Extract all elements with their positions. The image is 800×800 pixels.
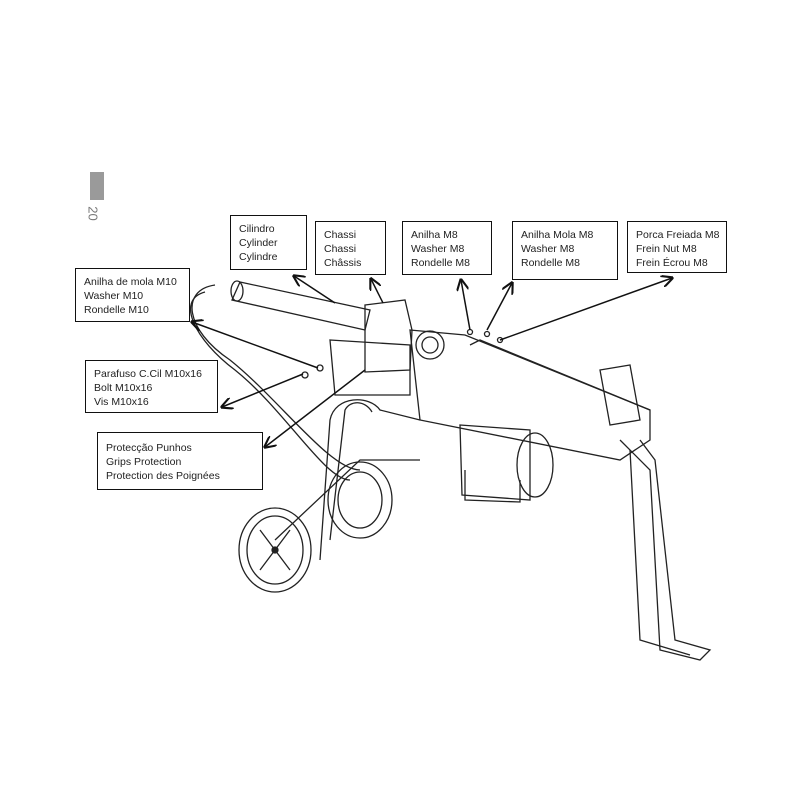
label-line: Anilha M8 (411, 229, 458, 241)
label-line: Chassi (324, 229, 357, 241)
label-line: Frein Écrou M8 (636, 257, 708, 269)
label-line: Chassi (324, 243, 357, 255)
page-marker (90, 172, 104, 200)
label-line: Washer M8 (521, 243, 575, 255)
label-line: Grips Protection (106, 456, 182, 468)
cylinder (230, 280, 371, 331)
label-line: Rondelle M8 (521, 257, 580, 269)
label-line: Washer M10 (84, 290, 144, 302)
wedge (599, 364, 641, 426)
label-washer-m8: Anilha M8 Washer M8 Rondelle M8 (402, 221, 492, 275)
label-line: Cilindro (239, 223, 275, 235)
wheel-rear (327, 461, 393, 539)
label-line: Anilha Mola M8 (521, 229, 594, 241)
callout-arrows (192, 276, 672, 447)
chassis-block (364, 299, 413, 373)
label-line: Anilha de mola M10 (84, 276, 177, 288)
wheel-front (238, 507, 312, 593)
rear-leg (619, 439, 712, 661)
label-line: Rondelle M10 (84, 304, 149, 316)
electric-motor (459, 424, 554, 503)
label-lock-nut-m8: Porca Freiada M8 Frein Nut M8 Frein Écrou … (627, 221, 727, 273)
label-line: Porca Freiada M8 (636, 229, 720, 241)
label-line: Cylindre (239, 251, 278, 263)
label-line: Protection des Poignées (106, 470, 220, 482)
label-line: Rondelle M8 (411, 257, 470, 269)
label-spring-washer-m8: Anilha Mola M8 Washer M8 Rondelle M8 (512, 221, 618, 280)
label-line: Parafuso C.Cil M10x16 (94, 368, 202, 380)
label-line: Washer M8 (411, 243, 465, 255)
handle-frame (319, 399, 421, 561)
label-line: Bolt M10x16 (94, 382, 153, 394)
label-line: Frein Nut M8 (636, 243, 697, 255)
label-line: Châssis (324, 257, 362, 269)
label-line: Vis M10x16 (94, 396, 149, 408)
label-line: Cylinder (239, 237, 278, 249)
label-line: Protecção Punhos (106, 442, 192, 454)
